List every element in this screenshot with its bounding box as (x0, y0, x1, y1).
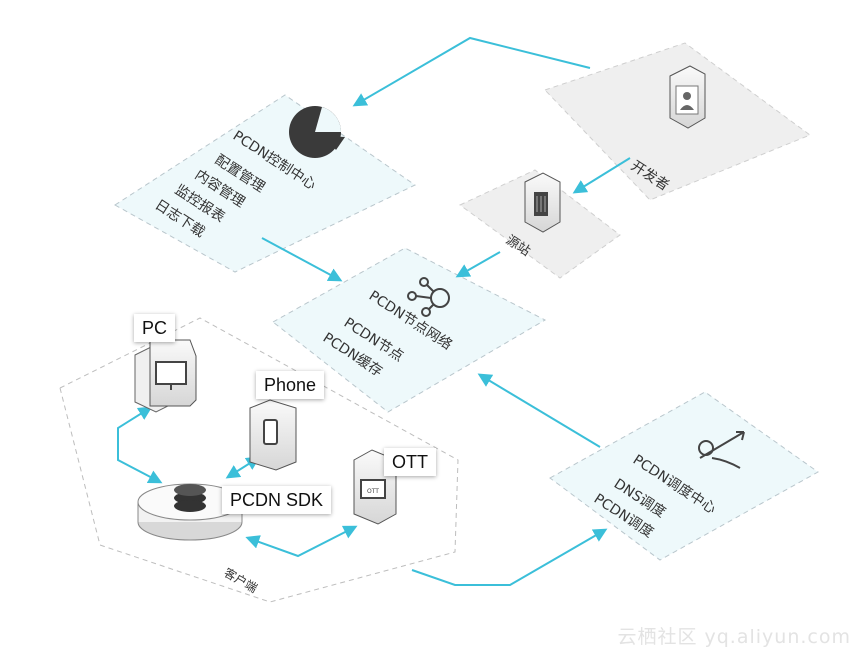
arrow-developer-to-origin (572, 157, 631, 194)
monitor-icon (155, 361, 187, 385)
user-icon (683, 92, 691, 100)
scheduling-center-panel (549, 391, 819, 561)
pcdn-sdk-device (137, 483, 243, 541)
developer-device (669, 65, 706, 129)
database-icon (174, 484, 206, 512)
arrow-client-to-scheduling (411, 528, 608, 586)
pc-device (134, 339, 197, 413)
arrow-developer-to-control-center (352, 36, 591, 107)
pc-label: PC (134, 314, 176, 342)
node-network-panel (272, 247, 547, 413)
phone-device (249, 399, 297, 471)
arrow-pc-sdk (117, 406, 163, 484)
routing-icon (698, 431, 745, 469)
ott-label: OTT (384, 448, 436, 476)
arrow-control-to-node-network (261, 237, 343, 282)
network-nodes-icon (407, 277, 450, 317)
arrow-origin-to-node-network (455, 251, 501, 278)
pie-chart-icon (289, 106, 345, 158)
origin-server-device (524, 172, 561, 233)
smartphone-icon (263, 419, 278, 445)
client-group-label: 客户端 (222, 565, 261, 596)
pcdn-sdk-label: PCDN SDK (222, 486, 332, 514)
watermark: 云栖社区 yq.aliyun.com (617, 626, 851, 648)
phone-label: Phone (256, 371, 325, 399)
ott-screen-label: OTT (367, 488, 379, 495)
arrow-ott-sdk (245, 525, 358, 558)
arrow-scheduling-to-node-network (477, 373, 601, 448)
client-panel (59, 317, 459, 603)
tv-icon (360, 479, 386, 499)
